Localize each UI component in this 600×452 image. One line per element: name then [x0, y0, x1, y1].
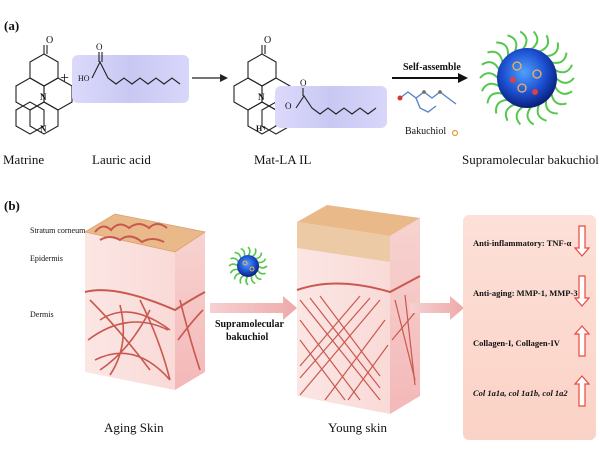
micelle-tail [494, 98, 509, 114]
micelle-tail [550, 93, 567, 106]
effects-panel [463, 215, 596, 440]
supra-bakuchiol-line1: Supramolecular [215, 319, 284, 330]
matrine-n-bottom: N [40, 124, 47, 134]
lauric-acid-caption: Lauric acid [92, 152, 151, 167]
micelle-tail [553, 85, 573, 95]
micelle-tail [496, 41, 510, 57]
down-arrow-icon [573, 275, 591, 307]
lauric-carbonyl-o: O [96, 42, 103, 52]
effect-anti-aging: Anti-aging: MMP-1, MMP-3 [473, 288, 578, 298]
carboxylate-o-minus: O [285, 101, 292, 111]
matrine-carbonyl-o: O [46, 35, 54, 46]
micelle-tail [554, 64, 574, 74]
bakuchiol-molecule [397, 90, 457, 113]
treatment-arrow [210, 296, 297, 320]
micelle-tail [481, 61, 501, 71]
matla-caption: Mat-LA IL [254, 152, 312, 167]
aging-skin-block [83, 213, 207, 390]
up-arrow-icon [573, 375, 591, 407]
matla-n-top: N [258, 92, 265, 102]
micelle-tail [555, 77, 575, 84]
micelle-tail [486, 92, 503, 104]
aging-skin-caption: Aging Skin [104, 420, 164, 435]
micelle-tail [507, 34, 518, 52]
micelle-tail [545, 42, 560, 58]
micelle-tail [487, 50, 504, 63]
micelle-large [479, 30, 575, 126]
down-arrow-icon [573, 225, 591, 257]
matrine-n-top: N [40, 92, 47, 102]
up-arrow-icon [573, 325, 591, 357]
stratum-corneum-label: Stratum corneum [30, 226, 86, 235]
supra-bakuchiol-line2: bakuchiol [226, 332, 269, 343]
micelle-tail [479, 72, 499, 79]
micelle-small [228, 246, 268, 286]
bakuchiol-caption: Bakuchiol [405, 126, 447, 137]
dermis-label: Dermis [30, 310, 54, 319]
hydroxyl-label: HO [78, 74, 90, 83]
panel-a-label: (a) [4, 18, 20, 33]
laurate-background [275, 86, 387, 128]
matla-carbonyl-o: O [264, 35, 272, 46]
matla-nh-plus: H+ [256, 124, 267, 133]
micelle-tail [536, 104, 547, 122]
bakuchiol-marker [451, 129, 459, 137]
micelle-tail [538, 34, 550, 53]
panel-b-label: (b) [4, 198, 20, 213]
plus-sign: + [60, 70, 70, 87]
micelle-tail [551, 52, 568, 64]
young-skin-block [296, 205, 421, 414]
supramolecular-caption: Supramolecular bakuchiol [462, 152, 599, 167]
young-skin-caption: Young skin [328, 420, 388, 435]
micelle-tail [526, 106, 535, 126]
lauric-acid-chain [91, 60, 181, 85]
effect-col-genes: Col 1a1a, col 1a1b, col 1a2 [473, 388, 568, 398]
micelle-tail [480, 82, 500, 92]
laurate-chain [295, 95, 377, 115]
effect-anti-inflammatory: Anti-inflammatory: TNF-α [473, 238, 572, 248]
micelle-tail [519, 30, 528, 50]
self-assemble-label: Self-assemble [403, 62, 461, 73]
micelle-tail [530, 30, 539, 51]
epidermis-label: Epidermis [30, 254, 63, 263]
matrine-caption: Matrine [3, 152, 45, 167]
matrine-structure [15, 45, 73, 135]
micelle-tail [515, 105, 524, 126]
carboxylate-o: O [300, 78, 307, 88]
effect-collagen: Collagen-I, Collagen-IV [473, 338, 560, 348]
micelle-tail [504, 103, 516, 122]
micelle-tail [544, 99, 558, 115]
result-arrow [410, 296, 464, 320]
lauric-acid-background [72, 55, 189, 103]
